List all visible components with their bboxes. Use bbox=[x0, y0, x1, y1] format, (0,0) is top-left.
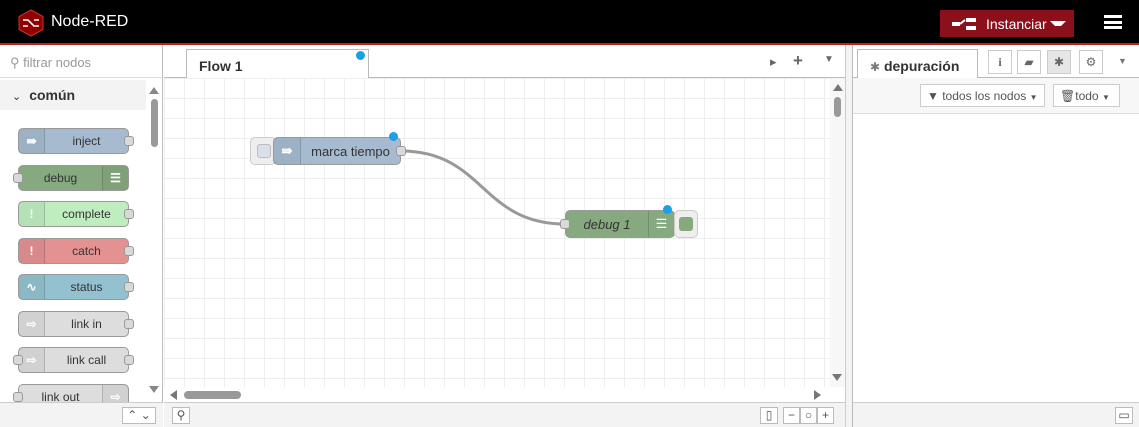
filter-label: todos los nodos bbox=[942, 89, 1027, 103]
tab-label: Flow 1 bbox=[199, 58, 243, 74]
changed-indicator bbox=[389, 132, 398, 141]
link-icon: ⇨ bbox=[19, 348, 45, 372]
bug-icon[interactable]: ✱ bbox=[1047, 50, 1071, 74]
flow-canvas[interactable]: ⇛ marca tiempo debug 1 ☰ bbox=[164, 78, 830, 387]
flow-node-marca-tiempo[interactable]: ⇛ marca tiempo bbox=[273, 132, 406, 165]
changed-indicator bbox=[356, 51, 365, 60]
palette-node-complete[interactable]: ! complete bbox=[18, 201, 134, 227]
tab-flow-1[interactable]: Flow 1 bbox=[186, 49, 369, 79]
filter-nodes-select[interactable]: ▼ todos los nodos ▼ bbox=[920, 84, 1045, 107]
changed-indicator bbox=[663, 205, 672, 214]
zoom-out-icon[interactable]: − bbox=[783, 407, 800, 424]
collapse-expand-buttons[interactable]: ⌃ ⌄ bbox=[122, 407, 156, 424]
deploy-icon bbox=[952, 17, 976, 30]
caret-down-icon[interactable] bbox=[1050, 21, 1066, 26]
exclamation-icon: ! bbox=[19, 239, 45, 263]
zoom-reset-icon[interactable]: ○ bbox=[800, 407, 817, 424]
input-port bbox=[13, 173, 23, 183]
tab-debug[interactable]: ✱ depuración bbox=[857, 49, 978, 79]
palette-node-catch[interactable]: ! catch bbox=[18, 238, 134, 264]
caret-down-icon[interactable]: ▼ bbox=[1118, 56, 1127, 66]
menu-icon[interactable] bbox=[1104, 15, 1122, 29]
input-port bbox=[13, 355, 23, 365]
deploy-label: Instanciar bbox=[986, 15, 1047, 32]
node-label: marca tiempo bbox=[311, 143, 390, 159]
wire-layer bbox=[400, 149, 566, 226]
palette-footer: ⌃ ⌄ bbox=[0, 402, 163, 427]
sidebar-tabs: ✱ depuración i ▰ ✱ ⚙ ▼ bbox=[853, 45, 1139, 79]
chevron-down-icon: ⌄ bbox=[12, 91, 22, 103]
sidebar-separator[interactable] bbox=[845, 45, 852, 427]
node-label: debug 1 bbox=[583, 216, 631, 232]
output-port bbox=[124, 209, 134, 219]
output-port bbox=[124, 136, 134, 146]
bug-icon: ✱ bbox=[870, 60, 881, 74]
palette-node-link-in[interactable]: ⇨ link in bbox=[18, 311, 134, 337]
output-port[interactable] bbox=[396, 146, 406, 156]
canvas-horizontal-scrollbar[interactable] bbox=[164, 387, 830, 402]
navigator-icon[interactable]: ▯ bbox=[760, 407, 778, 424]
node-red-logo bbox=[18, 9, 44, 37]
search-icon[interactable]: ⚲ bbox=[172, 407, 190, 424]
output-port bbox=[124, 319, 134, 329]
palette-node-status[interactable]: ∿ status bbox=[18, 274, 134, 300]
search-placeholder: filtrar nodos bbox=[23, 55, 92, 70]
deploy-button[interactable]: Instanciar bbox=[940, 10, 1074, 37]
book-icon[interactable]: ▰ bbox=[1017, 50, 1041, 74]
sidebar-footer: ▭ bbox=[853, 402, 1139, 427]
zoom-in-icon[interactable]: + bbox=[817, 407, 834, 424]
palette-category-header[interactable]: ⌄ común bbox=[0, 80, 146, 110]
list-icon: ☰ bbox=[102, 166, 128, 190]
node-label: link out bbox=[41, 390, 80, 404]
wire[interactable] bbox=[400, 149, 566, 226]
flow-node-debug-1[interactable]: debug 1 ☰ bbox=[560, 205, 675, 238]
sidebar: ✱ depuración i ▰ ✱ ⚙ ▼ ▼ todos los nodos… bbox=[852, 45, 1139, 427]
node-label: link in bbox=[71, 317, 102, 331]
canvas-vertical-scrollbar[interactable] bbox=[830, 78, 845, 387]
header: Node-RED Instanciar bbox=[0, 0, 1139, 45]
node-label: status bbox=[70, 280, 103, 294]
node-label: inject bbox=[72, 134, 101, 148]
workspace-tabs: Flow 1 ▸ + ▼ bbox=[164, 45, 845, 79]
node-label: complete bbox=[62, 207, 111, 221]
debug-toolbar: ▼ todos los nodos ▼ 🗑todo ▼ bbox=[853, 78, 1139, 114]
node-label: link call bbox=[66, 353, 107, 367]
palette: ⚲ filtrar nodos ⌄ común ⇛ inject debug ☰! com… bbox=[0, 45, 163, 427]
output-port bbox=[124, 282, 134, 292]
tab-label: depuración bbox=[883, 58, 960, 74]
workspace: Flow 1 ▸ + ▼ ⇛ marca tiempo debug 1 ☰ ⚲ … bbox=[164, 45, 845, 427]
output-port bbox=[124, 246, 134, 256]
app-title: Node-RED bbox=[51, 13, 129, 30]
clear-select[interactable]: 🗑todo ▼ bbox=[1053, 84, 1120, 107]
clear-label: todo bbox=[1075, 89, 1099, 103]
pulse-icon: ∿ bbox=[19, 275, 45, 299]
workspace-footer: ⚲ ▯ − ○ + bbox=[164, 402, 845, 427]
palette-node-link-call[interactable]: ⇨ link call bbox=[13, 347, 134, 373]
debug-toggle-button[interactable] bbox=[674, 210, 698, 238]
flow-list-caret-icon[interactable]: ▼ bbox=[824, 54, 834, 65]
output-port bbox=[124, 355, 134, 365]
palette-node-inject[interactable]: ⇛ inject bbox=[18, 128, 134, 154]
category-label: común bbox=[29, 87, 76, 103]
list-icon: ☰ bbox=[648, 211, 674, 237]
link-icon: ⇨ bbox=[19, 312, 45, 336]
gear-icon[interactable]: ⚙ bbox=[1079, 50, 1103, 74]
tab-scroll-right-icon[interactable]: ▸ bbox=[770, 54, 777, 69]
arrow-icon: ⇛ bbox=[19, 129, 45, 153]
node-label: debug bbox=[43, 171, 78, 185]
palette-search-input[interactable]: ⚲ filtrar nodos bbox=[0, 45, 162, 78]
input-port bbox=[13, 392, 23, 402]
inject-button[interactable] bbox=[250, 137, 276, 165]
palette-node-debug[interactable]: debug ☰ bbox=[13, 165, 129, 191]
add-flow-icon[interactable]: + bbox=[793, 51, 803, 70]
arrow-icon: ⇛ bbox=[274, 138, 301, 164]
info-icon[interactable]: i bbox=[988, 50, 1012, 74]
monitor-icon[interactable]: ▭ bbox=[1115, 407, 1133, 424]
input-port[interactable] bbox=[560, 219, 570, 229]
exclamation-icon: ! bbox=[19, 202, 45, 226]
node-label: catch bbox=[72, 244, 101, 258]
palette-scrollbar[interactable] bbox=[148, 85, 160, 395]
